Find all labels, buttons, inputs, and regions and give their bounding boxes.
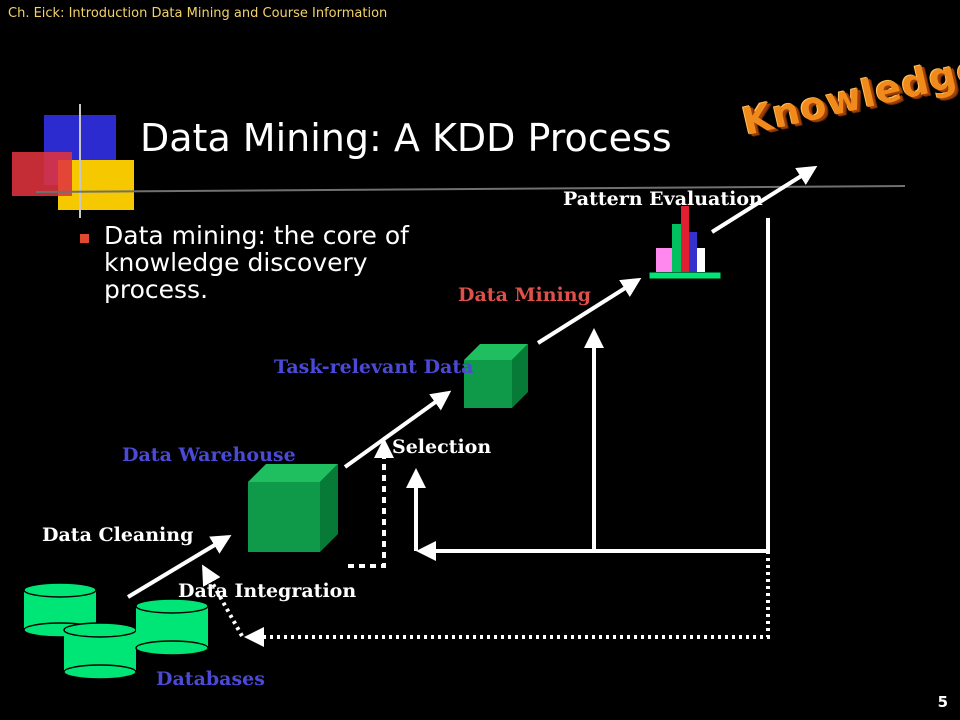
arrow-to-knowledge xyxy=(710,165,818,234)
title-decoration xyxy=(12,104,906,218)
task-relevant-data-cube xyxy=(464,344,528,408)
label-databases: Databases xyxy=(156,668,265,690)
label-selection: Selection xyxy=(392,436,492,458)
pattern-bar-chart-icon xyxy=(648,206,722,280)
arrow-to-mining xyxy=(536,277,642,345)
label-data-cleaning: Data Cleaning xyxy=(42,524,194,546)
bullet-text: Data mining: the core of knowledge disco… xyxy=(104,221,409,304)
database-cylinder-2 xyxy=(63,622,137,680)
dotted-feedback-bottom xyxy=(244,551,770,647)
bullet-marker xyxy=(80,234,89,243)
label-data-warehouse: Data Warehouse xyxy=(122,444,296,466)
label-data-integration: Data Integration xyxy=(178,580,357,602)
label-pattern-evaluation: Pattern Evaluation xyxy=(563,188,763,210)
process-arrows xyxy=(126,165,818,647)
label-task-relevant-data: Task-relevant Data xyxy=(274,356,474,378)
course-header: Ch. Eick: Introduction Data Mining and C… xyxy=(8,6,388,21)
arrow-to-warehouse xyxy=(126,534,232,599)
slide-title: Data Mining: A KDD Process xyxy=(140,116,672,160)
data-warehouse-cube xyxy=(248,464,338,552)
dotted-to-cleaning xyxy=(202,564,244,637)
arrow-to-task-data xyxy=(343,390,452,469)
database-cylinder-3 xyxy=(135,598,209,656)
label-data-mining: Data Mining xyxy=(458,284,591,306)
dashed-integration-to-selection xyxy=(348,438,394,568)
page-number: 5 xyxy=(937,693,948,711)
